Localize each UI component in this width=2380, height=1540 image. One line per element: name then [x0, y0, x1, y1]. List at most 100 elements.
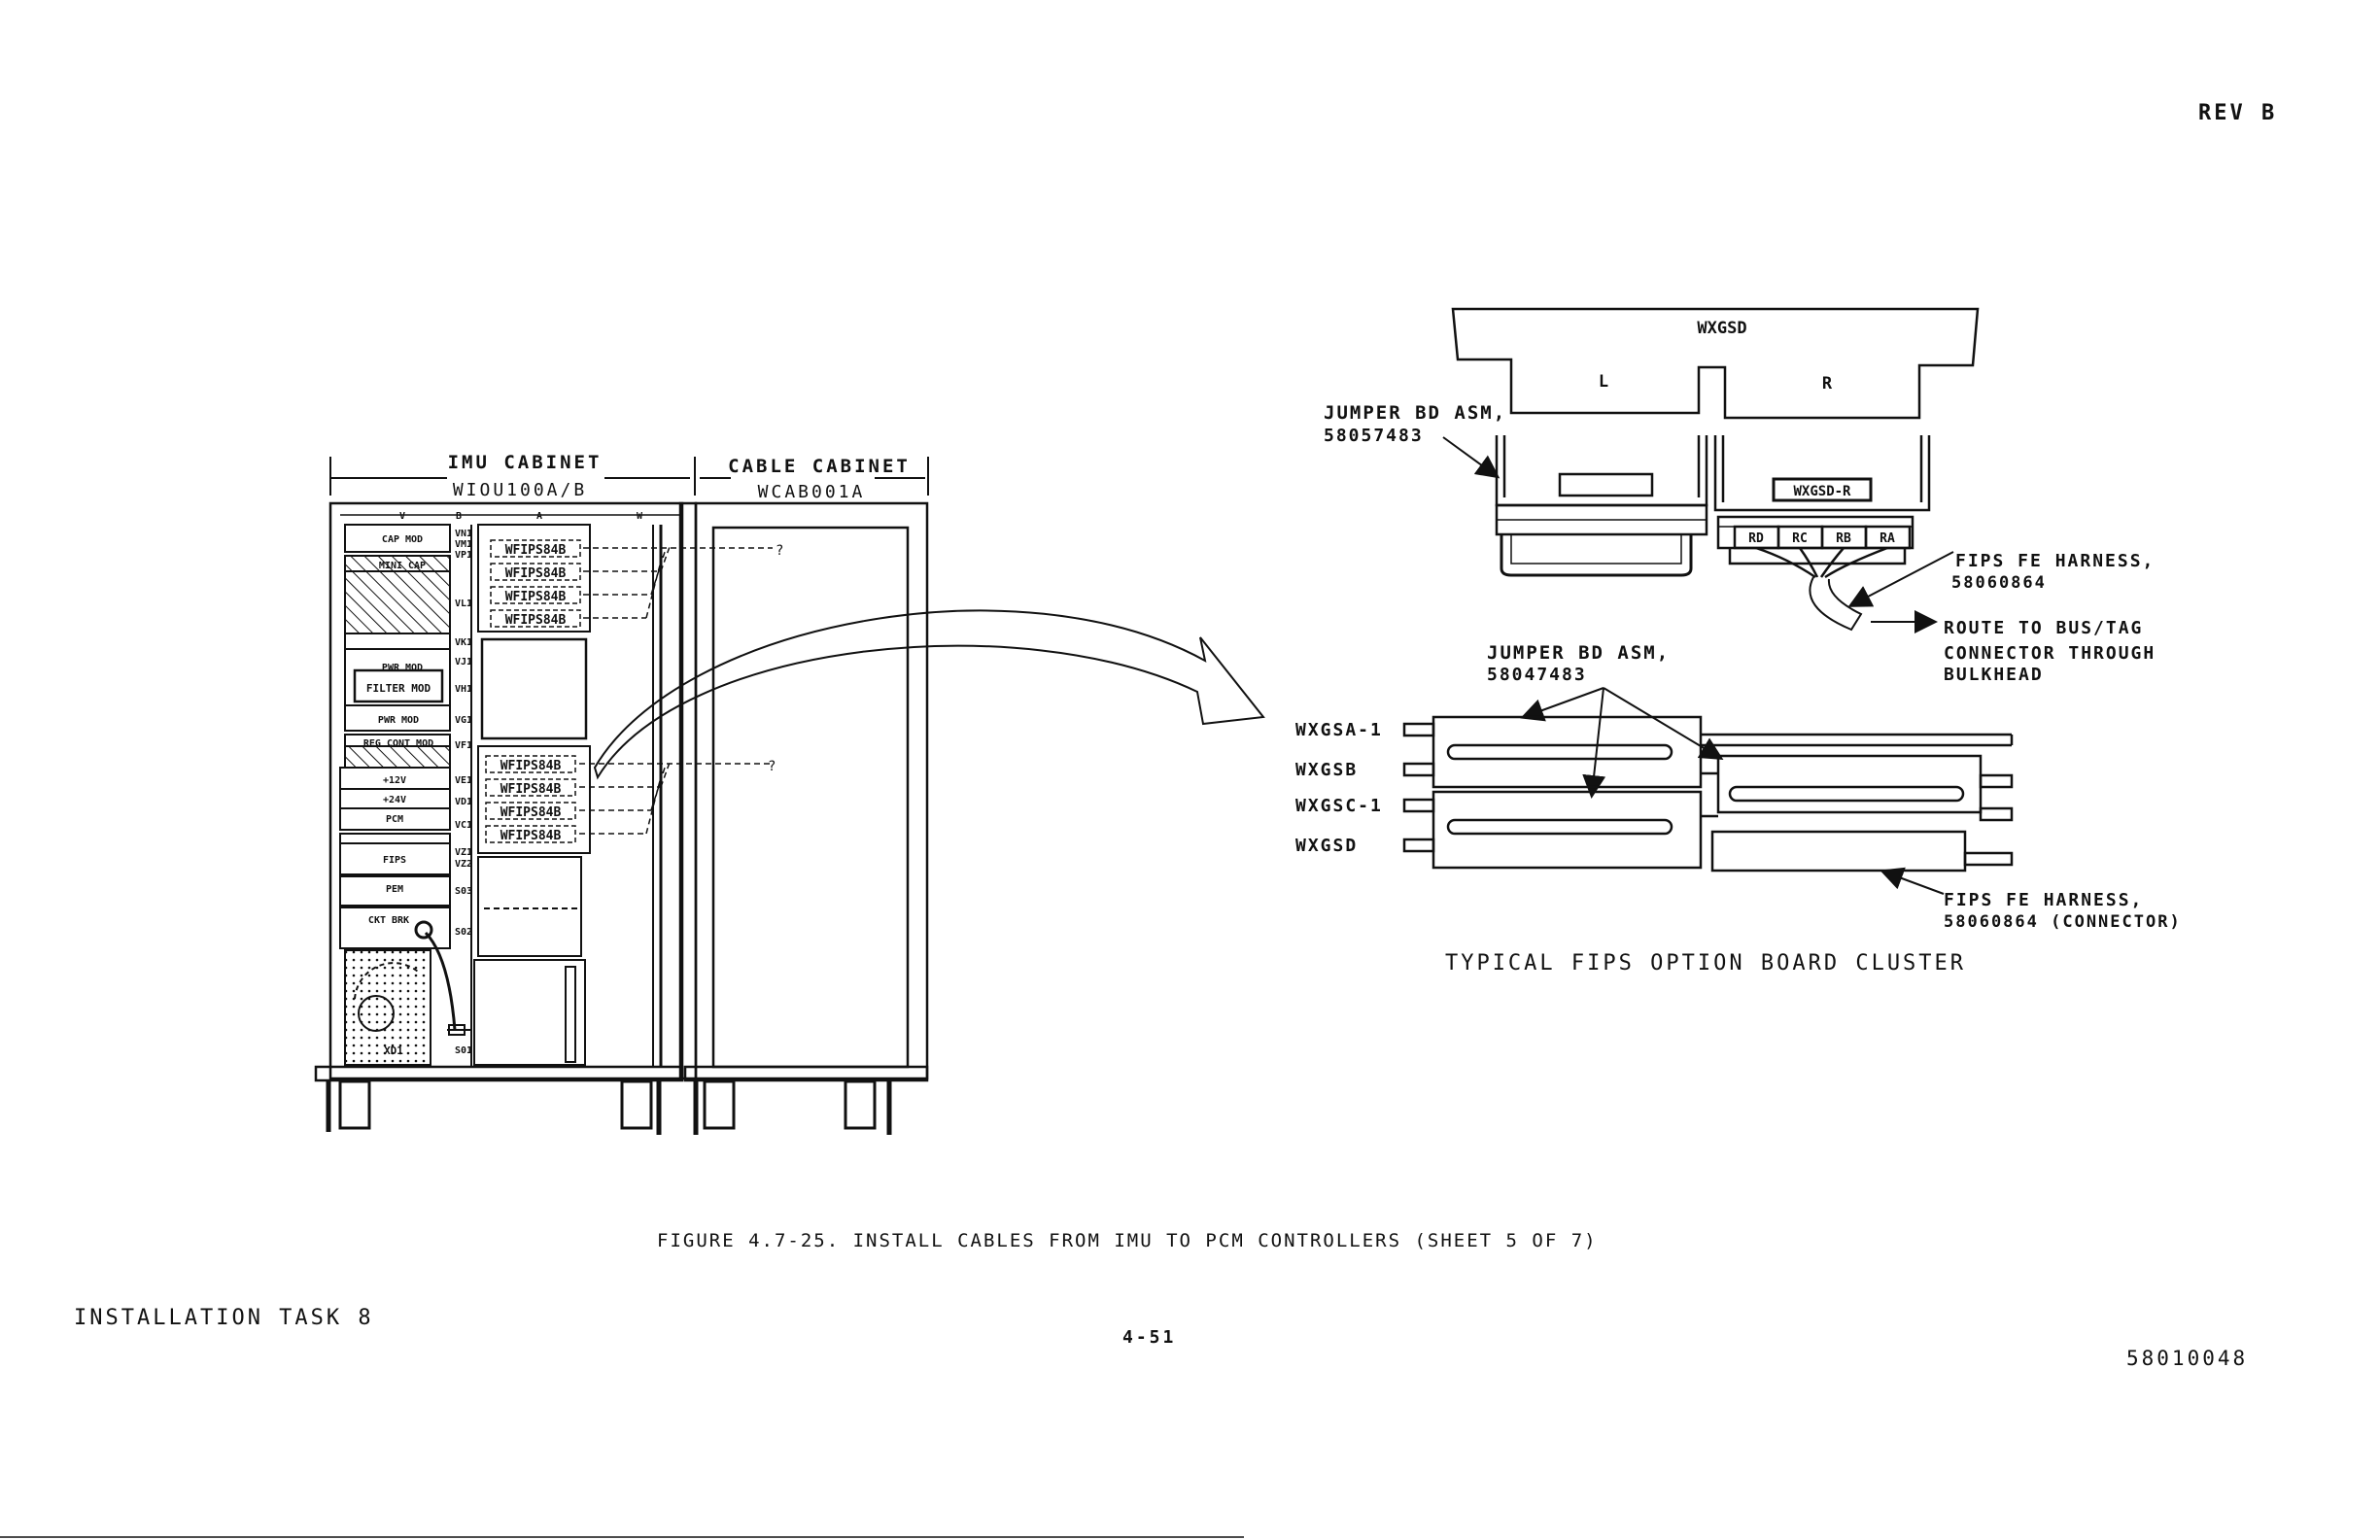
revision-label: REV B	[2198, 101, 2278, 125]
connector-rd: RD	[1748, 531, 1764, 546]
slot-vd1: VD1	[455, 797, 472, 807]
module-pwr-mod-1: PWR MOD	[382, 663, 423, 673]
module-cap-mod: CAP MOD	[382, 534, 423, 545]
slot-vk1: VK1	[455, 637, 472, 648]
slot-vg1: VG1	[455, 715, 472, 726]
connector-rc: RC	[1792, 531, 1808, 546]
board-cluster-detail: JUMPER BD ASM, 58047483 WXGSA-1 WXGSB WX…	[1295, 642, 2182, 975]
harness2-part-number: 58060864 (CONNECTOR)	[1944, 912, 2182, 932]
board-label-wxgsd: WXGSD	[1295, 836, 1358, 856]
cable-cabinet	[683, 501, 929, 1082]
harness1-leader	[1847, 551, 1954, 607]
slot-ve1: VE1	[455, 775, 472, 786]
slot-s01: S01	[455, 1045, 472, 1056]
module-plus-12v: +12V	[383, 775, 406, 786]
board-wfips84b-l4: WFIPS84B	[500, 829, 562, 843]
wxgsd-backplane	[1451, 307, 1980, 420]
harness1-part-number: 58060864	[1951, 573, 2047, 593]
lower-board-group: WFIPS84B WFIPS84B WFIPS84B WFIPS84B ?	[485, 755, 776, 843]
board-cage	[447, 524, 663, 1067]
jumper1-leader	[1442, 436, 1500, 479]
cabinet-drawing: IMU CABINET WIOU100A/B CABLE CABINET WCA…	[314, 452, 1265, 1135]
board-label-wxgsb: WXGSB	[1295, 760, 1358, 780]
module-fips: FIPS	[383, 855, 406, 866]
cut-mark-lower: ?	[768, 759, 776, 774]
cable-cabinet-title: CABLE CABINET	[728, 456, 911, 477]
wxgsd-r-label: WXGSD-R	[1793, 484, 1851, 499]
jumper-right-assembly	[1713, 435, 1931, 632]
module-xd1: XD1	[384, 1044, 403, 1057]
column-a-label: A	[536, 511, 542, 522]
route-line-1: ROUTE TO BUS/TAG	[1944, 618, 2143, 638]
document-number: 58010048	[2126, 1347, 2249, 1370]
footer-task: INSTALLATION TASK 8	[74, 1306, 374, 1330]
module-plus-24v: +24V	[383, 795, 406, 805]
module-reg-cont-mod: REG CONT MOD	[363, 738, 433, 749]
module-mini-cap: MINI CAP	[379, 561, 426, 571]
slot-vl1: VL1	[455, 599, 472, 609]
jumper2-leaders	[1520, 687, 1724, 799]
wxgsd-detail: WXGSD L R JUMPER BD ASM, 58057483	[1324, 307, 2156, 685]
route-line-2: CONNECTOR THROUGH	[1944, 643, 2156, 664]
module-pwr-mod-2: PWR MOD	[378, 715, 419, 726]
cable-cabinet-model: WCAB001A	[758, 482, 866, 502]
wxgsd-right-label: R	[1822, 374, 1833, 394]
wxgsd-left-label: L	[1599, 372, 1608, 392]
column-w-label: W	[637, 511, 643, 522]
jumper2-label: JUMPER BD ASM,	[1487, 642, 1670, 664]
wxgsd-title: WXGSD	[1697, 319, 1746, 338]
page-number: 4-51	[1122, 1327, 1177, 1348]
column-v-label: V	[399, 511, 405, 522]
imu-cabinet-title: IMU CABINET	[448, 452, 603, 473]
board-label-wxgsc1: WXGSC-1	[1295, 796, 1383, 816]
figure-caption: FIGURE 4.7-25. INSTALL CABLES FROM IMU T…	[657, 1230, 1598, 1251]
connector-ra: RA	[1880, 531, 1895, 546]
slot-vm1: VM1	[455, 539, 472, 550]
board-wfips84b-u4: WFIPS84B	[505, 613, 567, 628]
dimension-lines	[329, 457, 929, 496]
cabinet-casters	[326, 1079, 892, 1135]
slot-labels: VN1 VM1 VP1 VL1 VK1 VJ1 VH1 VG1 VF1 VE1 …	[455, 529, 472, 1056]
imu-cabinet-model: WIOU100A/B	[453, 480, 587, 500]
slot-s03: S03	[455, 886, 472, 897]
slot-vf1: VF1	[455, 740, 472, 751]
harness2-leader	[1880, 867, 1945, 895]
module-pcm: PCM	[386, 814, 403, 825]
connector-rb: RB	[1836, 531, 1851, 546]
harness1-label: FIPS FE HARNESS,	[1955, 551, 2155, 571]
slot-vz1: VZ1	[455, 847, 472, 858]
module-column-v	[339, 524, 466, 1066]
board-label-wxgsa1: WXGSA-1	[1295, 720, 1383, 740]
detail-callout-arrow	[593, 609, 1265, 780]
imu-cabinet	[314, 501, 698, 1082]
module-ckt-brk: CKT BRK	[368, 915, 409, 926]
slot-vn1: VN1	[455, 529, 472, 539]
module-filter-mod: FILTER MOD	[366, 682, 431, 695]
slot-vz2: VZ2	[455, 859, 472, 870]
board-stack	[1402, 715, 2014, 873]
jumper2-part-number: 58047483	[1487, 665, 1587, 685]
harness2-label: FIPS FE HARNESS,	[1944, 890, 2143, 910]
upper-board-group: WFIPS84B WFIPS84B WFIPS84B WFIPS84B ?	[490, 539, 783, 628]
slot-vj1: VJ1	[455, 657, 472, 667]
module-pem: PEM	[386, 884, 403, 895]
cut-mark-upper: ?	[776, 543, 783, 559]
jumper1-part-number: 58057483	[1324, 426, 1424, 446]
board-wfips84b-u1: WFIPS84B	[505, 543, 567, 558]
board-wfips84b-l3: WFIPS84B	[500, 805, 562, 820]
column-b-label: B	[456, 511, 462, 522]
board-wfips84b-u2: WFIPS84B	[505, 566, 567, 581]
slot-vh1: VH1	[455, 684, 472, 695]
cluster-title: TYPICAL FIPS OPTION BOARD CLUSTER	[1445, 951, 1966, 975]
board-wfips84b-l2: WFIPS84B	[500, 782, 562, 797]
jumper-left-assembly	[1495, 435, 1708, 577]
slot-s02: S02	[455, 927, 472, 938]
route-line-3: BULKHEAD	[1944, 665, 2044, 685]
jumper1-label: JUMPER BD ASM,	[1324, 402, 1506, 424]
board-wfips84b-u3: WFIPS84B	[505, 590, 567, 604]
slot-vc1: VC1	[455, 820, 472, 831]
slot-vp1: VP1	[455, 550, 472, 561]
board-wfips84b-l1: WFIPS84B	[500, 759, 562, 773]
